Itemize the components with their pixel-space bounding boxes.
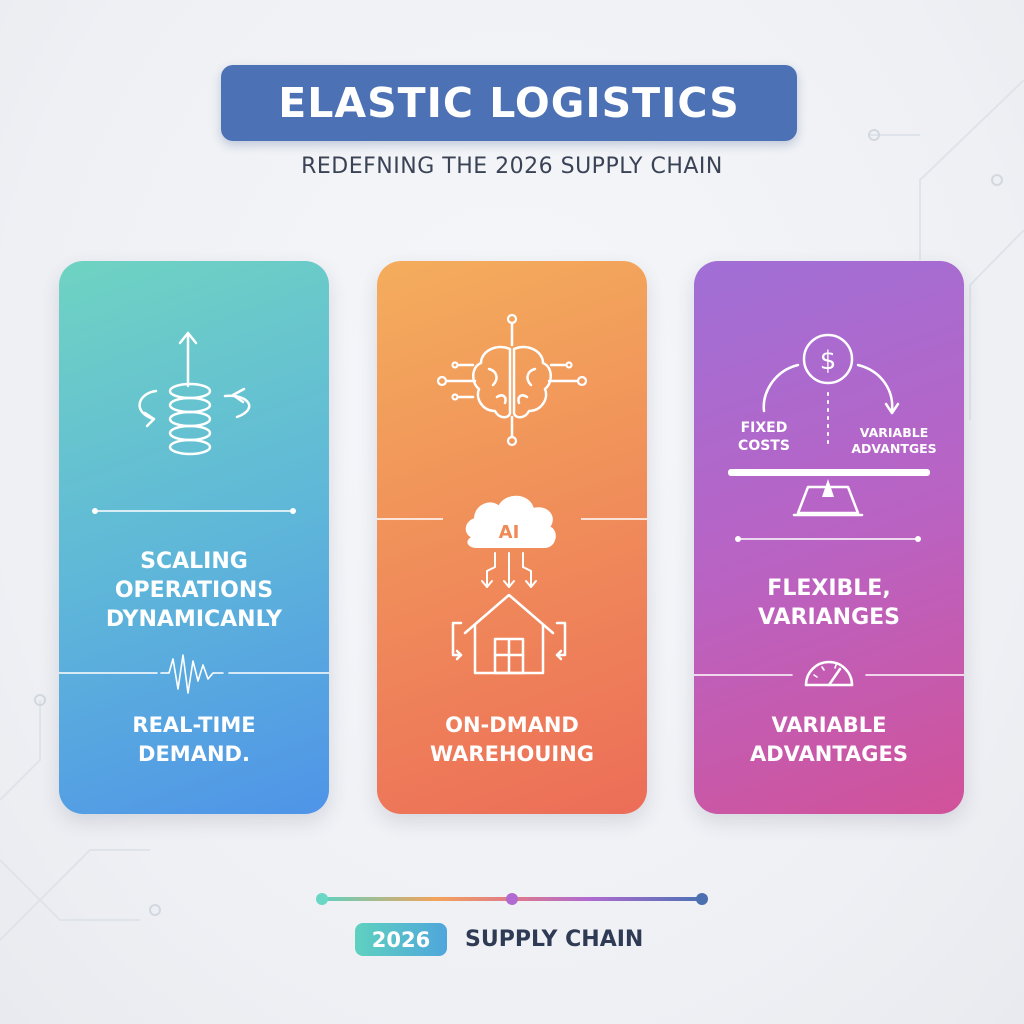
timeline-dot-middle: [506, 893, 518, 905]
card-scaling-operations: SCALING OPERATIONS DYNAMICANLY REAL-TIME…: [59, 261, 329, 814]
brain-network-icon: [445, 321, 579, 439]
card-2-footer-line-1: ON-DMAND: [445, 713, 579, 737]
fixed-costs-label: FIXED COSTS: [724, 419, 804, 455]
card-3-heading: FLEXIBLE, VARIANGES: [694, 574, 964, 632]
svg-text:$: $: [820, 346, 837, 376]
variable-advantages-line-2: ADVANTGES: [851, 441, 937, 456]
card-3-footer-line-1: VARIABLE: [771, 713, 887, 737]
card-1-heading: SCALING OPERATIONS DYNAMICANLY: [59, 547, 329, 634]
page-title: ELASTIC LOGISTICS: [221, 65, 797, 141]
card-3-footer: VARIABLE ADVANTAGES: [694, 711, 964, 769]
card-1-footer: REAL-TIME DEMAND.: [59, 711, 329, 769]
card-1-footer-line-2: DEMAND.: [138, 742, 250, 766]
card-1-heading-line-3: DYNAMICANLY: [105, 607, 283, 632]
speedometer-icon: [694, 660, 964, 687]
card-3-heading-line-1: FLEXIBLE,: [767, 576, 891, 601]
card-3-footer-line-2: ADVANTAGES: [750, 742, 908, 766]
fixed-costs-line-1: FIXED: [740, 420, 788, 436]
year-badge: 2026: [355, 923, 447, 956]
timeline-dot-end: [696, 893, 708, 905]
card-1-heading-line-2: OPERATIONS: [114, 578, 274, 603]
card-1-heading-line-1: SCALING: [140, 549, 248, 574]
balance-scale-icon: [728, 469, 930, 517]
warehouse-icon: [451, 593, 567, 675]
fixed-costs-line-2: COSTS: [738, 438, 790, 454]
page-subtitle: REDEFNING THE 2026 SUPPLY CHAIN: [301, 154, 723, 179]
card-on-demand-warehousing: AI ON-DMAND WAREHOUING: [377, 261, 647, 814]
card-flexible-variances: $ FIXED COSTS VARIAB: [694, 261, 964, 814]
heartbeat-wave-icon: [59, 654, 329, 694]
card-2-footer-line-2: WAREHOUING: [429, 742, 595, 766]
ai-badge: AI: [499, 522, 520, 543]
dollar-coin-icon: [802, 333, 854, 385]
footer-label: SUPPLY CHAIN: [465, 927, 644, 952]
ai-cloud-icon: AI: [465, 495, 556, 548]
card-2-artwork: AI: [377, 313, 647, 675]
variable-advantages-line-1: VARIABLE: [859, 425, 929, 440]
spring-scale-icon: [138, 331, 251, 456]
timeline-track: [316, 893, 708, 905]
timeline-dot-start: [316, 893, 328, 905]
variable-advantages-label: VARIABLE ADVANTGES: [839, 425, 949, 457]
card-3-artwork: $: [694, 333, 964, 687]
card-1-artwork: [59, 331, 329, 694]
card-1-footer-line-1: REAL-TIME: [132, 713, 256, 737]
card-3-heading-line-2: VARIANGES: [757, 605, 901, 630]
card-2-footer: ON-DMAND WAREHOUING: [377, 711, 647, 769]
